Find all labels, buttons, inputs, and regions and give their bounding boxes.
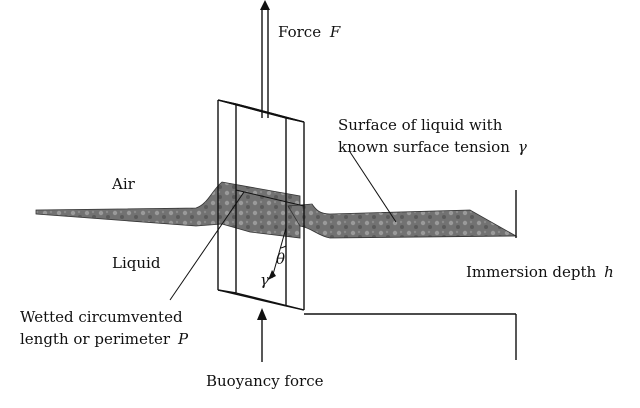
force-label: Force F [278,23,341,41]
gamma-vector-head [268,270,276,280]
theta-arc [279,245,287,249]
force-arrow-head [260,0,270,10]
buoyancy-label: Buoyancy force [206,372,324,390]
buoyancy-arrow-head [257,308,267,320]
surface-label-line1: Surface of liquid with [338,116,503,134]
air-label: Air [111,175,136,193]
liquid-surface-left [35,181,301,239]
gamma-vector-label: γ [260,271,269,289]
liquid-surface-right [287,203,518,239]
surface-leader [349,151,397,223]
perimeter-leader [169,191,245,301]
theta-label: θ [276,250,285,268]
wetted-label-line1: Wetted circumvented [20,308,183,326]
gamma-vector [271,227,287,279]
liquid-label: Liquid [112,254,161,272]
